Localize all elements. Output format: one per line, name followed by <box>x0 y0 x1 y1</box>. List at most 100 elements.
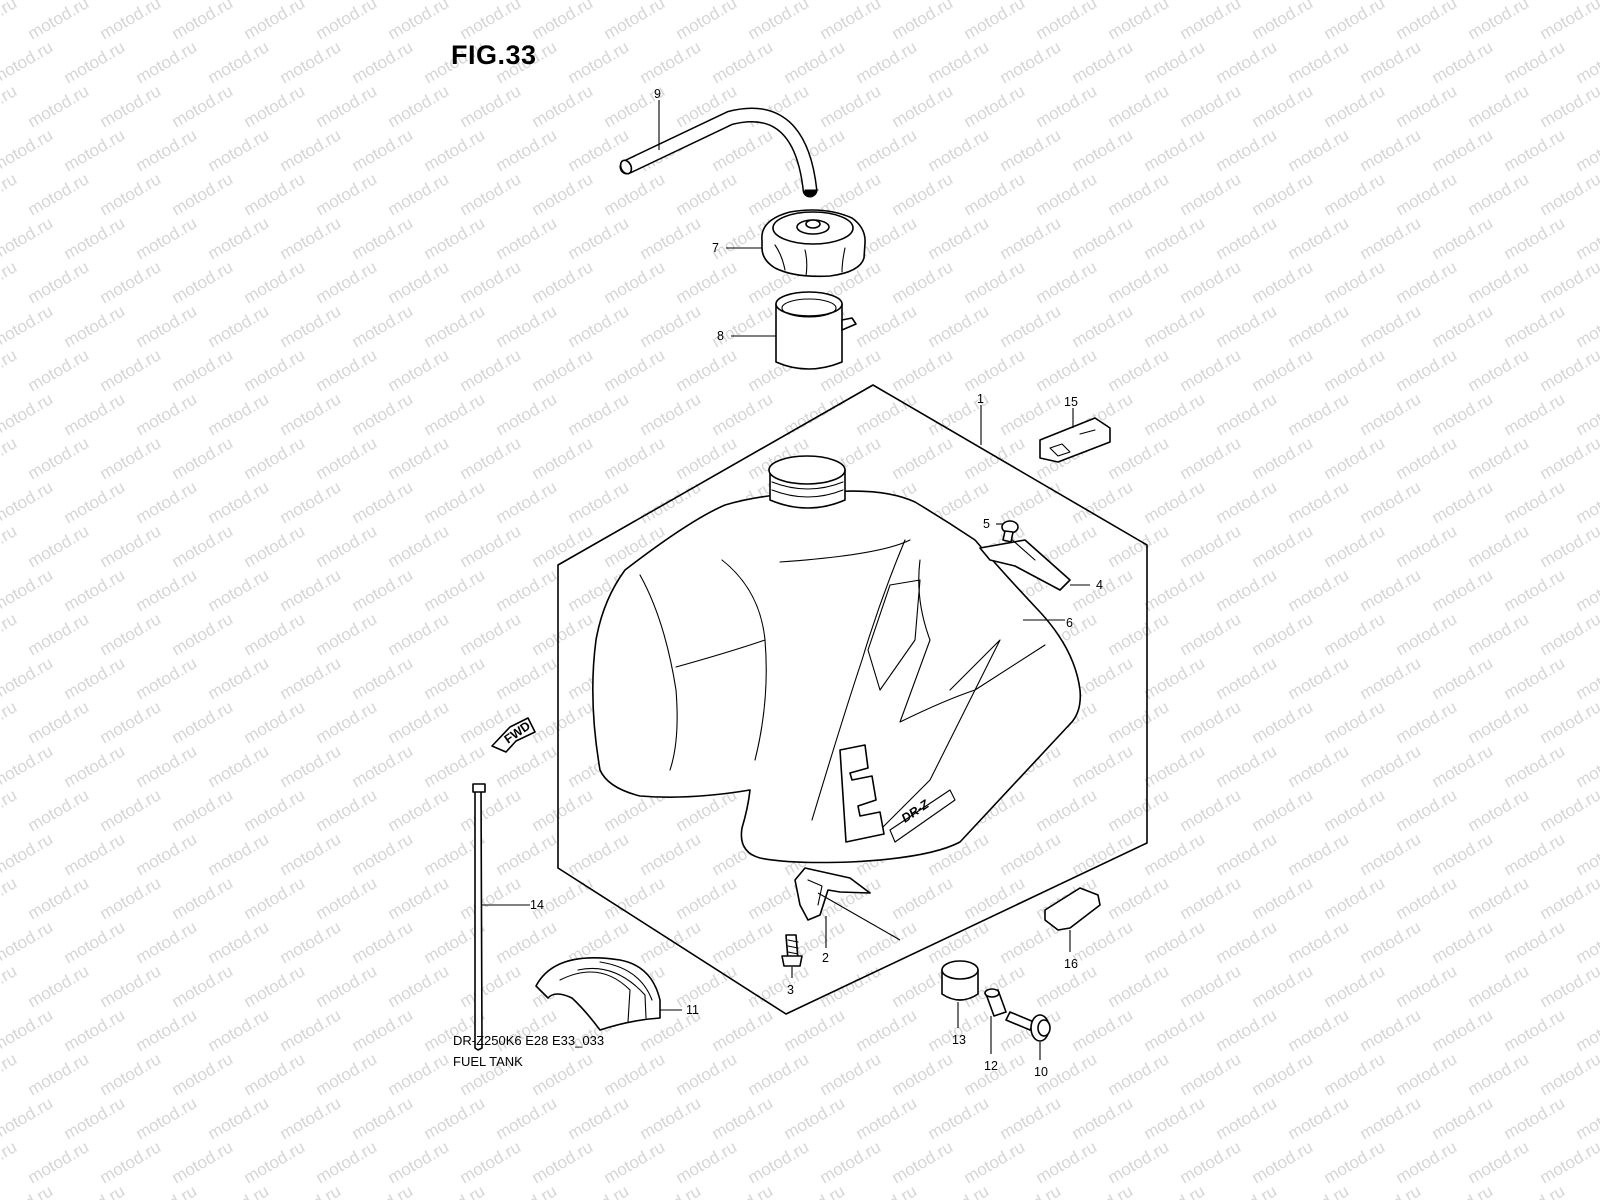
watermark-text: motod.ru <box>133 917 201 967</box>
watermark-text: motod.ru <box>565 301 633 351</box>
watermark-text: motod.ru <box>457 785 525 835</box>
watermark-text: motod.ru <box>313 81 381 131</box>
bracket-bolt-part <box>781 934 803 967</box>
callout-labels: 9 1 7 8 15 5 4 6 14 2 3 11 13 12 10 16 <box>530 87 1103 1079</box>
watermark-text: motod.ru <box>673 961 741 1011</box>
watermark-text: motod.ru <box>0 917 56 967</box>
watermark-text: motod.ru <box>637 829 705 879</box>
watermark-text: motod.ru <box>457 257 525 307</box>
watermark-text: motod.ru <box>1573 1181 1600 1200</box>
watermark-text: motod.ru <box>853 1005 921 1055</box>
watermark-text: motod.ru <box>133 301 201 351</box>
watermark-text: motod.ru <box>1249 1137 1317 1187</box>
watermark-text: motod.ru <box>205 125 273 175</box>
watermark-text: motod.ru <box>1033 785 1101 835</box>
watermark-text: motod.ru <box>1069 917 1137 967</box>
watermark-text: motod.ru <box>25 521 93 571</box>
watermark-text: motod.ru <box>1213 1181 1281 1200</box>
watermark-text: motod.ru <box>385 0 453 43</box>
watermark-text: motod.ru <box>997 1181 1065 1200</box>
watermark-text: motod.ru <box>529 0 597 43</box>
watermark-text: motod.ru <box>1537 81 1600 131</box>
watermark-text: motod.ru <box>1393 785 1461 835</box>
watermark-text: motod.ru <box>349 213 417 263</box>
breather-hose-part <box>619 107 819 198</box>
watermark-text: motod.ru <box>277 1093 345 1143</box>
watermark-text: motod.ru <box>601 169 669 219</box>
watermark-text: motod.ru <box>1141 125 1209 175</box>
watermark-text: motod.ru <box>1357 1181 1425 1200</box>
watermark-text: motod.ru <box>1429 1005 1497 1055</box>
watermark-text: motod.ru <box>1213 389 1281 439</box>
strap-clip-part <box>1039 417 1111 463</box>
watermark-text: motod.ru <box>1213 125 1281 175</box>
watermark-text: motod.ru <box>1177 1049 1245 1099</box>
watermark-text: motod.ru <box>1321 433 1389 483</box>
callout-15: 15 <box>1064 395 1078 409</box>
watermark-text: motod.ru <box>313 257 381 307</box>
watermark-text: motod.ru <box>0 477 56 527</box>
watermark-text: motod.ru <box>1177 873 1245 923</box>
watermark-text: motod.ru <box>385 785 453 835</box>
watermark-text: motod.ru <box>241 1137 309 1187</box>
watermark-text: motod.ru <box>1573 653 1600 703</box>
watermark-text: motod.ru <box>0 169 20 219</box>
watermark-text: motod.ru <box>385 873 453 923</box>
watermark-text: motod.ru <box>1465 0 1533 43</box>
watermark-text: motod.ru <box>25 433 93 483</box>
watermark-text: motod.ru <box>25 257 93 307</box>
watermark-text: motod.ru <box>169 0 237 43</box>
watermark-text: motod.ru <box>421 477 489 527</box>
watermark-text: motod.ru <box>781 37 849 87</box>
watermark-text: motod.ru <box>133 1181 201 1200</box>
watermark-text: motod.ru <box>241 169 309 219</box>
watermark-text: motod.ru <box>1573 213 1600 263</box>
watermark-text: motod.ru <box>205 653 273 703</box>
watermark-text: motod.ru <box>565 1181 633 1200</box>
callout-4: 4 <box>1096 578 1103 592</box>
watermark-text: motod.ru <box>493 829 561 879</box>
watermark-text: motod.ru <box>1537 1137 1600 1187</box>
watermark-text: motod.ru <box>457 433 525 483</box>
watermark-text: motod.ru <box>25 961 93 1011</box>
watermark-text: motod.ru <box>1141 741 1209 791</box>
watermark-text: motod.ru <box>745 1049 813 1099</box>
watermark-text: motod.ru <box>169 81 237 131</box>
watermark-text: motod.ru <box>1249 169 1317 219</box>
watermark-text: motod.ru <box>1285 1005 1353 1055</box>
watermark-text: motod.ru <box>169 1137 237 1187</box>
callout-1: 1 <box>977 392 984 406</box>
watermark-text: motod.ru <box>961 345 1029 395</box>
watermark-text: motod.ru <box>1429 565 1497 615</box>
watermark-text: motod.ru <box>1465 169 1533 219</box>
watermark-text: motod.ru <box>1357 741 1425 791</box>
watermark-text: motod.ru <box>349 917 417 967</box>
watermark-text: motod.ru <box>0 1137 20 1187</box>
watermark-text: motod.ru <box>997 1093 1065 1143</box>
figure-title: FIG.33 <box>451 40 537 70</box>
watermark-text: motod.ru <box>493 389 561 439</box>
watermark-text: motod.ru <box>1069 213 1137 263</box>
watermark-text: motod.ru <box>0 1181 56 1200</box>
watermark-text: motod.ru <box>349 1005 417 1055</box>
watermark-text: motod.ru <box>1357 565 1425 615</box>
watermark-text: motod.ru <box>1177 169 1245 219</box>
watermark-text: motod.ru <box>1069 1005 1137 1055</box>
watermark-text: motod.ru <box>997 829 1065 879</box>
watermark-text: motod.ru <box>997 389 1065 439</box>
watermark-text: motod.ru <box>1537 345 1600 395</box>
watermark-text: motod.ru <box>1501 741 1569 791</box>
watermark-text: motod.ru <box>565 477 633 527</box>
watermark-text: motod.ru <box>853 917 921 967</box>
lower-bracket-part <box>794 867 871 921</box>
watermark-text: motod.ru <box>97 521 165 571</box>
bolt-screw-part <box>1001 520 1019 543</box>
watermark-text: motod.ru <box>1393 697 1461 747</box>
callout-14: 14 <box>530 898 544 912</box>
watermark-text: motod.ru <box>1249 81 1317 131</box>
watermark-text: motod.ru <box>61 917 129 967</box>
watermark-text: motod.ru <box>529 257 597 307</box>
watermark-text: motod.ru <box>1573 565 1600 615</box>
watermark-text: motod.ru <box>1465 521 1533 571</box>
